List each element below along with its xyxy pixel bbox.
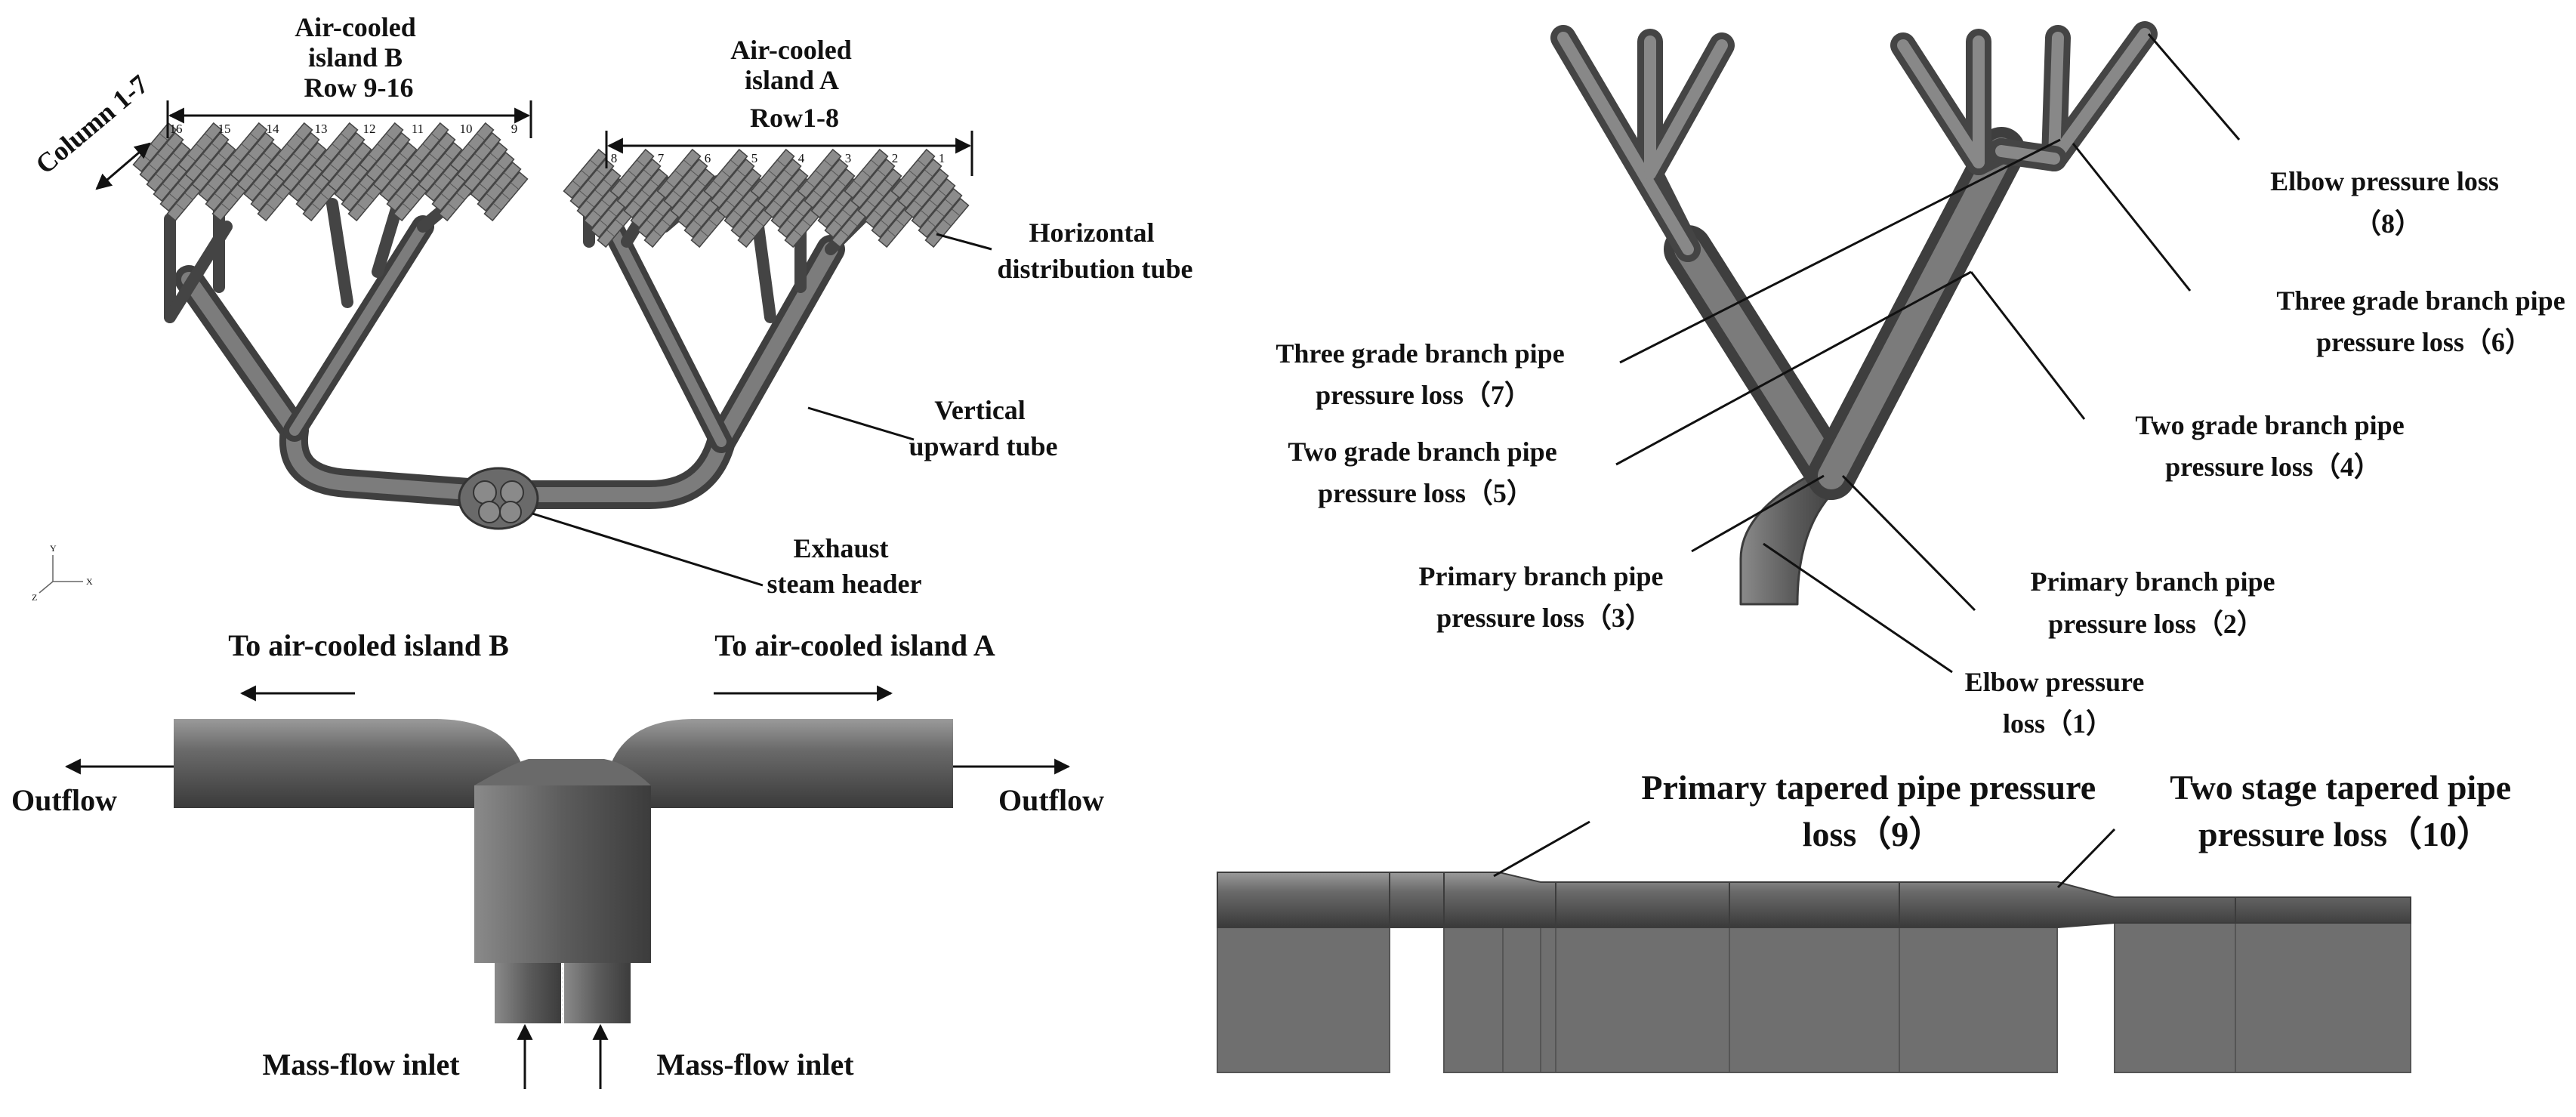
two-grade-loss-5-label: Two grade branch pipe pressure loss（5）: [1288, 437, 1563, 508]
island-b-row-number: 12: [363, 122, 376, 136]
exhaust-header-shape: [458, 467, 539, 530]
header-body: [474, 785, 651, 963]
inlet-pipe-right: [564, 963, 631, 1023]
axis-triad: Y X Z: [32, 543, 93, 603]
island-b-row-number: 13: [315, 122, 328, 136]
outflow-right-label: Outflow: [998, 783, 1104, 817]
tapered-losses-panel: Primary tapered pipe pressure loss（9） Tw…: [1217, 768, 2519, 1073]
row-numbers-island-a: 8 7 6 5 4 3 2 1: [611, 151, 946, 165]
island-b-row-number: 10: [460, 122, 473, 136]
island-a-label: Air-cooled island A Row1-8: [730, 35, 859, 133]
vertical-tube-leader: [807, 406, 915, 441]
inlet-pipe-left: [495, 963, 561, 1023]
island-a-row-number: 7: [658, 151, 665, 165]
island-a-row-number: 6: [705, 151, 711, 165]
island-model-panel: 16 15 14 13 12 11 10 9 8 7 6 5 4 3 2 1 Air-cooled isla…: [29, 12, 1192, 603]
right-outflow-pipe: [691, 719, 953, 808]
island-b-row-number: 14: [267, 122, 280, 136]
elbow-loss-1-label: Elbow pressure loss（1）: [1965, 667, 2152, 739]
tapered-loss-9-label: Primary tapered pipe pressure loss（9）: [1641, 768, 2104, 853]
outflow-left-label: Outflow: [11, 783, 117, 817]
three-grade-loss-7-label: Three grade branch pipe pressure loss（7）: [1276, 338, 1571, 410]
support-block-2: [1443, 902, 2058, 1073]
island-a-row-number: 1: [939, 151, 946, 165]
tapered-9-leader: [1493, 820, 1590, 878]
island-b-row-number: 16: [170, 122, 183, 136]
dimension-lines: [95, 100, 973, 190]
tapered-loss-10-label: Two stage tapered pipe pressure loss（10）: [2170, 768, 2519, 853]
axis-y-label: Y: [50, 543, 57, 554]
inlet-left-label: Mass-flow inlet: [262, 1048, 460, 1082]
island-b-row-number: 15: [218, 122, 231, 136]
inlet-right-label: Mass-flow inlet: [656, 1048, 854, 1082]
island-a-row-number: 2: [892, 151, 899, 165]
vertical-tube-label: Vertical upward tube: [909, 395, 1057, 461]
branch-leaders: [1615, 33, 2241, 674]
to-island-a-label: To air-cooled island A: [714, 628, 995, 662]
axis-x-label: X: [86, 576, 93, 587]
tapered-main-pipe: [1217, 872, 2411, 928]
header-flow-panel: To air-cooled island B To air-cooled isl…: [11, 628, 1104, 1089]
three-grade-loss-6-label: Three grade branch pipe pressure loss（6）: [2276, 285, 2571, 357]
two-grade-loss-4-label: Two grade branch pipe pressure loss（4）: [2135, 410, 2411, 482]
horizontal-tube-label: Horizontal distribution tube: [997, 218, 1192, 284]
island-b-row-number: 11: [412, 122, 424, 136]
horizontal-tube-leader: [936, 233, 992, 251]
exhaust-header-label: Exhaust steam header: [767, 533, 922, 599]
axis-z-label: Z: [32, 592, 37, 603]
exhaust-header-leader: [532, 512, 764, 587]
tapered-10-leader: [2056, 828, 2116, 889]
support-block-3: [2114, 902, 2411, 1073]
left-outflow-pipe: [174, 719, 438, 808]
island-b-row-number: 9: [511, 122, 518, 136]
island-b-label: Air-cooled island B Row 9-16: [295, 12, 423, 103]
primary-loss-3-label: Primary branch pipe pressure loss（3）: [1419, 561, 1671, 633]
island-a-row-number: 5: [751, 151, 758, 165]
island-a-row-number: 4: [798, 151, 805, 165]
support-block-1: [1217, 902, 1390, 1073]
primary-loss-2-label: Primary branch pipe pressure loss（2）: [2031, 566, 2282, 639]
branch-pipes: [1550, 21, 2158, 606]
row-numbers-island-b: 16 15 14 13 12 11 10 9: [170, 122, 518, 136]
to-island-b-label: To air-cooled island B: [228, 628, 509, 662]
elbow-loss-8-label: Elbow pressure loss （8）: [2270, 166, 2506, 239]
branch-losses-panel: Elbow pressure loss （8） Three grade bran…: [1276, 21, 2571, 739]
island-a-cell-unit: [890, 149, 970, 248]
island-b-cell-unit: [449, 122, 529, 221]
island-a-row-number: 8: [611, 151, 618, 165]
island-a-row-number: 3: [845, 151, 852, 165]
